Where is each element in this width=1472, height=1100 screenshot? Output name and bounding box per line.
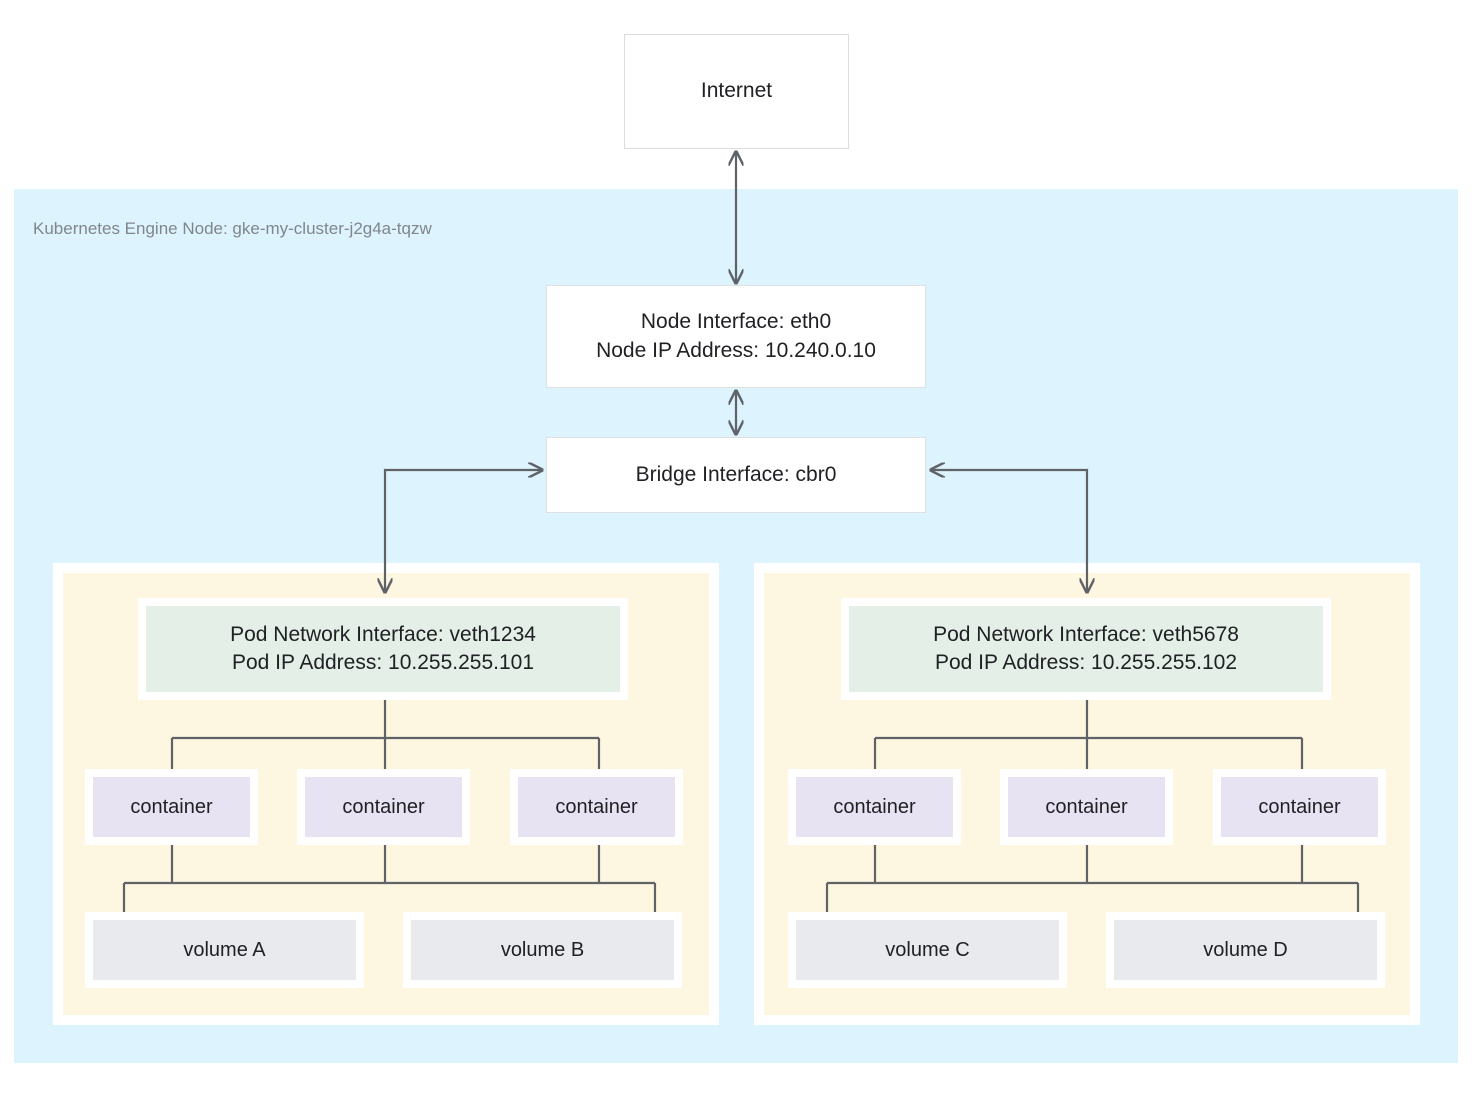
container-label: container <box>130 795 213 818</box>
pod-network-interface-left: Pod Network Interface: veth1234 Pod IP A… <box>138 598 628 700</box>
container-box: container <box>788 769 961 845</box>
pod-network-interface-right: Pod Network Interface: veth5678 Pod IP A… <box>841 598 1331 700</box>
container-box: container <box>1000 769 1173 845</box>
volume-label: volume C <box>885 938 970 961</box>
volume-box: volume D <box>1106 912 1385 988</box>
container-label: container <box>555 795 638 818</box>
volume-box: volume A <box>85 912 364 988</box>
node-interface-name: Node Interface: eth0 <box>640 310 832 334</box>
volume-box: volume B <box>403 912 682 988</box>
internet-label: Internet <box>700 79 773 103</box>
container-box: container <box>297 769 470 845</box>
bridge-interface-node: Bridge Interface: cbr0 <box>546 437 926 513</box>
kubernetes-node-label: Kubernetes Engine Node: gke-my-cluster-j… <box>33 219 432 238</box>
node-interface-node: Node Interface: eth0 Node IP Address: 10… <box>546 285 926 388</box>
volume-box: volume C <box>788 912 1067 988</box>
volume-label: volume D <box>1203 938 1288 961</box>
volume-label: volume A <box>183 938 266 961</box>
pod-network-interface-name: Pod Network Interface: veth1234 <box>230 622 536 646</box>
pod-ip-address: Pod IP Address: 10.255.255.102 <box>934 651 1238 674</box>
internet-node: Internet <box>624 34 849 149</box>
volume-label: volume B <box>500 938 585 961</box>
node-ip-address: Node IP Address: 10.240.0.10 <box>596 338 876 362</box>
bridge-interface-label: Bridge Interface: cbr0 <box>635 462 837 486</box>
container-box: container <box>510 769 683 845</box>
container-label: container <box>342 795 425 818</box>
container-label: container <box>1258 795 1341 818</box>
container-box: container <box>85 769 258 845</box>
container-label: container <box>1045 795 1128 818</box>
container-label: container <box>833 795 916 818</box>
container-box: container <box>1213 769 1386 845</box>
pod-network-interface-name: Pod Network Interface: veth5678 <box>933 622 1239 646</box>
pod-ip-address: Pod IP Address: 10.255.255.101 <box>231 651 535 674</box>
